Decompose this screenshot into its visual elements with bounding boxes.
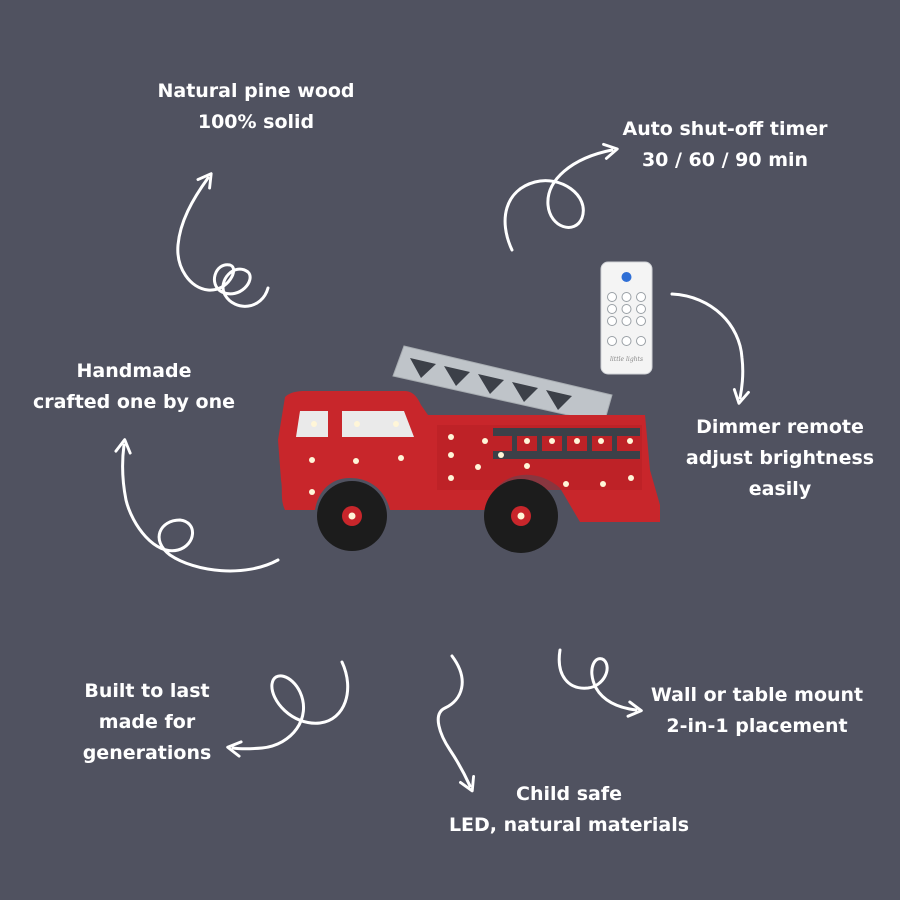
led-lights — [309, 421, 634, 495]
feature-dimmer-line2: adjust brightness — [685, 447, 875, 469]
curly-arrow-handmade-icon — [114, 438, 280, 573]
remote-control-icon: little lights — [600, 261, 653, 375]
fire-truck-lamp-icon — [278, 345, 660, 553]
feature-wall-mount: Wall or table mount 2-in-1 placement — [607, 680, 900, 742]
feature-pine-wood-line2: 100% solid — [197, 111, 315, 133]
feature-handmade-line2: crafted one by one — [32, 391, 236, 413]
feature-dimmer-line3: easily — [748, 478, 812, 500]
curly-arrow-built-icon — [226, 660, 350, 758]
curly-arrow-child-icon — [436, 654, 476, 793]
feature-child-safe: Child safe LED, natural materials — [419, 779, 719, 841]
feature-built-line1: Built to last — [84, 680, 210, 702]
truck-wheel-rear — [484, 479, 558, 553]
feature-handmade-line1: Handmade — [76, 360, 192, 382]
truck-side-ladder — [493, 428, 640, 459]
truck-ladder — [392, 345, 613, 424]
feature-child-line1: Child safe — [516, 783, 622, 805]
feature-timer-line1: Auto shut-off timer — [622, 118, 828, 140]
feature-child-line2: LED, natural materials — [448, 814, 690, 836]
curly-arrow-wall-icon — [557, 648, 643, 718]
feature-dimmer-line1: Dimmer remote — [696, 416, 864, 438]
truck-wheel-front — [317, 481, 387, 551]
feature-built-to-last: Built to last made for generations — [0, 676, 297, 769]
feature-pine-wood: Natural pine wood 100% solid — [106, 76, 406, 138]
feature-timer-line2: 30 / 60 / 90 min — [641, 149, 809, 171]
curly-arrow-dimmer-icon — [670, 292, 750, 405]
truck-window-back — [342, 411, 414, 437]
feature-built-line2: made for — [98, 711, 196, 733]
feature-pine-wood-line1: Natural pine wood — [157, 80, 355, 102]
feature-timer: Auto shut-off timer 30 / 60 / 90 min — [575, 114, 875, 176]
feature-wall-line2: 2-in-1 placement — [666, 715, 848, 737]
feature-wall-line1: Wall or table mount — [650, 684, 864, 706]
feature-dimmer: Dimmer remote adjust brightness easily — [630, 412, 900, 505]
feature-built-line3: generations — [82, 742, 212, 764]
remote-brand-label: little lights — [610, 356, 643, 363]
curly-arrow-wood-icon — [176, 172, 270, 308]
feature-handmade: Handmade crafted one by one — [0, 356, 284, 418]
curly-arrow-timer-icon — [503, 142, 619, 252]
